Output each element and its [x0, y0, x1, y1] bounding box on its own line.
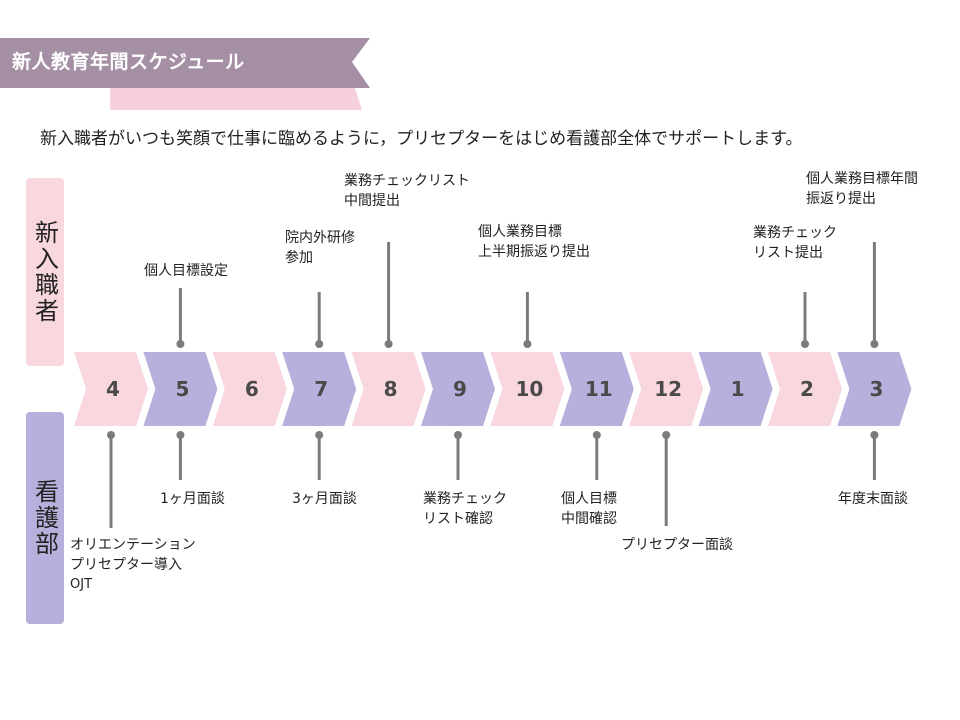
month-label-7: 7: [314, 377, 328, 401]
month-label-2: 2: [800, 377, 814, 401]
page-title: 新人教育年間スケジュール: [12, 51, 245, 73]
top-event-7: 院内外研修参加: [285, 228, 355, 268]
month-chevron-7: [282, 352, 357, 426]
month-chevron-3: [837, 352, 912, 426]
top-event-10-dot: [523, 340, 532, 348]
month-label-5: 5: [175, 377, 189, 401]
top-event-10-line-text: 上半期振返り提出: [478, 244, 590, 260]
top-event-5: 個人目標設定: [144, 261, 228, 281]
bottom-event-3-dot: [870, 431, 879, 439]
bottom-event-9-dot: [454, 431, 462, 439]
top-event-7-line-text: 参加: [285, 250, 313, 266]
bottom-event-9-line-text: 業務チェック: [423, 491, 507, 507]
bottom-event-12-dot: [662, 431, 671, 439]
month-chevron-5: [143, 352, 218, 426]
month-label-3: 3: [869, 377, 883, 401]
month-chevron-11: [559, 352, 634, 426]
row-label-newcomer: 新入職者: [26, 178, 64, 366]
bottom-event-7: 3ヶ月面談: [292, 489, 357, 509]
top-event-10-line-text: 個人業務目標: [478, 224, 562, 240]
bottom-event-11-dot: [592, 431, 601, 439]
bottom-event-4-dot: [107, 431, 115, 439]
bottom-event-5-dot: [176, 431, 185, 439]
top-event-3: 個人業務目標年間振返り提出: [806, 169, 918, 209]
bottom-event-4: オリエンテーションプリセプター導入 OJT: [70, 535, 196, 595]
top-event-8-line-text: 中間提出: [344, 193, 400, 209]
row-label-nursing: 看護部: [26, 412, 64, 624]
month-chevron-12: [629, 352, 704, 426]
month-chevron-4: [74, 352, 148, 426]
top-event-5-line-text: 個人目標設定: [144, 263, 228, 279]
month-chevron-1: [698, 352, 773, 426]
month-label-9: 9: [453, 377, 467, 401]
bottom-event-4-line-text: プリセプター導入: [70, 557, 182, 573]
bottom-event-3-line-text: 年度末面談: [838, 491, 908, 507]
month-label-12: 12: [654, 377, 682, 401]
month-chevron-10: [490, 352, 565, 426]
top-event-2: 業務チェックリスト提出: [753, 223, 837, 263]
title-ribbon-purple: [0, 38, 370, 88]
month-label-1: 1: [731, 377, 745, 401]
row-label-nursing-text: 看護部: [30, 479, 59, 557]
top-event-5-dot: [176, 340, 185, 348]
bottom-event-3: 年度末面談: [838, 489, 908, 509]
top-event-8-dot: [384, 340, 393, 348]
bottom-event-9: 業務チェックリスト確認: [423, 489, 507, 529]
bottom-event-9-line-text: リスト確認: [423, 511, 493, 527]
row-label-newcomer-text: 新入職者: [30, 220, 59, 324]
bottom-event-11: 個人目標中間確認: [561, 489, 617, 529]
top-event-3-dot: [870, 340, 879, 348]
top-event-3-line-text: 振返り提出: [806, 191, 876, 207]
bottom-event-11-line-text: 中間確認: [561, 511, 617, 527]
title-banner: [0, 38, 370, 110]
bottom-event-5-line-text: 1ヶ月面談: [160, 491, 225, 507]
month-label-10: 10: [515, 377, 543, 401]
subtitle: 新入職者がいつも笑顔で仕事に臨めるように，プリセプターをはじめ看護部全体でサポー…: [40, 129, 803, 149]
top-event-3-line-text: 個人業務目標年間: [806, 171, 918, 187]
month-chevron-9: [421, 352, 495, 426]
top-event-8-line-text: 業務チェックリスト: [344, 173, 470, 189]
top-event-10: 個人業務目標上半期振返り提出: [478, 222, 590, 262]
bottom-event-11-line-text: 個人目標: [561, 491, 617, 507]
bottom-event-4-line-text: OJT: [70, 577, 93, 592]
month-chevron-8: [351, 352, 426, 426]
bottom-event-12: プリセプター面談: [621, 535, 733, 555]
month-label-6: 6: [245, 377, 259, 401]
month-label-11: 11: [585, 377, 613, 401]
bottom-event-5: 1ヶ月面談: [160, 489, 225, 509]
top-event-8: 業務チェックリスト中間提出: [344, 171, 470, 211]
bottom-event-4-line-text: オリエンテーション: [70, 537, 196, 553]
bottom-event-7-line-text: 3ヶ月面談: [292, 491, 357, 507]
month-label-8: 8: [384, 377, 398, 401]
top-event-7-dot: [315, 340, 324, 348]
month-chevron-6: [212, 352, 287, 426]
month-chevron-2: [768, 352, 842, 426]
top-event-2-line-text: リスト提出: [753, 245, 823, 261]
bottom-event-12-line-text: プリセプター面談: [621, 537, 733, 553]
bottom-event-7-dot: [315, 431, 324, 439]
top-event-2-dot: [801, 340, 809, 348]
month-label-4: 4: [106, 377, 120, 401]
top-event-7-line-text: 院内外研修: [285, 230, 355, 246]
top-event-2-line-text: 業務チェック: [753, 225, 837, 241]
